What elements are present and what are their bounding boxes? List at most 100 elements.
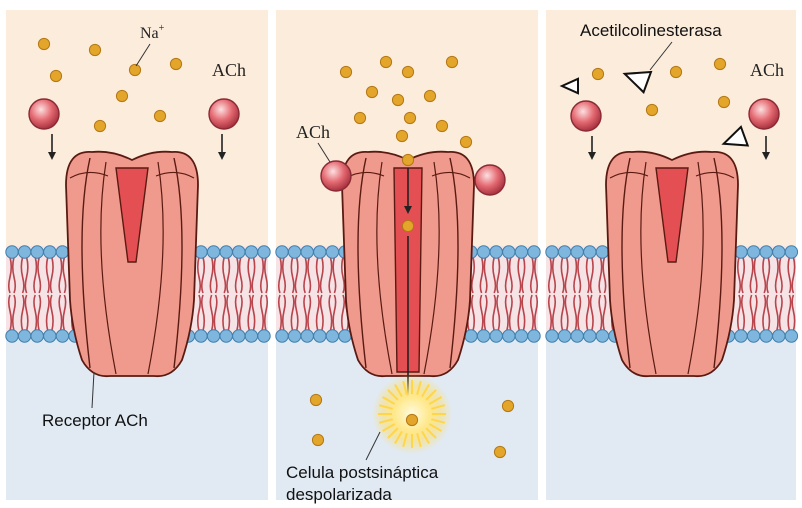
lipid-head	[195, 330, 207, 342]
ach-molecule	[749, 99, 779, 129]
lipid-head	[515, 330, 527, 342]
lipid-head	[326, 330, 338, 342]
lipid-head	[301, 330, 313, 342]
lipid-head	[276, 246, 288, 258]
na-ion	[94, 120, 105, 131]
lipid-head	[490, 246, 502, 258]
lipid-head	[773, 330, 785, 342]
lipid-head	[571, 330, 583, 342]
na-ion	[129, 64, 140, 75]
ach-molecule	[29, 99, 59, 129]
na-ion	[89, 44, 100, 55]
na-ion	[402, 154, 413, 165]
cell-label-line1: Celula postsináptica	[286, 463, 439, 482]
lipid-head	[245, 330, 257, 342]
lipid-head	[233, 246, 245, 258]
receptor-label: Receptor ACh	[42, 411, 148, 430]
na-ion	[366, 86, 377, 97]
lipid-head	[18, 330, 30, 342]
lipid-head	[6, 330, 18, 342]
ach-receptors	[66, 152, 738, 377]
receptor-1	[66, 152, 198, 377]
lipid-head	[258, 330, 270, 342]
lipid-head	[326, 246, 338, 258]
lipid-head	[6, 246, 18, 258]
na-ion	[718, 96, 729, 107]
lipid-head	[735, 330, 747, 342]
lipid-head	[56, 330, 68, 342]
ach-molecule	[475, 165, 505, 195]
na-ion	[396, 130, 407, 141]
lipid-head	[546, 330, 558, 342]
na-ion	[354, 112, 365, 123]
na-ion	[116, 90, 127, 101]
lipid-head	[301, 246, 313, 258]
na-ion	[714, 58, 725, 69]
lipid-head	[528, 330, 540, 342]
lipid-head	[785, 246, 797, 258]
enzyme-label: Acetilcolinesterasa	[580, 21, 722, 40]
na-ion	[424, 90, 435, 101]
lipid-head	[477, 330, 489, 342]
lipid-head	[44, 246, 56, 258]
lipid-head	[584, 330, 596, 342]
lipid-head	[245, 246, 257, 258]
na-ion	[402, 220, 413, 231]
na-ion	[392, 94, 403, 105]
lipid-head	[465, 330, 477, 342]
lipid-head	[44, 330, 56, 342]
lipid-head	[503, 246, 515, 258]
lipid-head	[584, 246, 596, 258]
lipid-head	[760, 330, 772, 342]
lipid-head	[31, 246, 43, 258]
ach-label-left: ACh	[212, 60, 246, 80]
lipid-head	[596, 246, 608, 258]
na-ion	[592, 68, 603, 79]
lipid-head	[314, 330, 326, 342]
lipid-head	[785, 330, 797, 342]
lipid-head	[773, 246, 785, 258]
lipid-head	[515, 246, 527, 258]
lipid-head	[258, 246, 270, 258]
na-ion	[170, 58, 181, 69]
lipid-head	[747, 246, 759, 258]
na-ion	[404, 112, 415, 123]
lipid-head	[596, 330, 608, 342]
ach-molecule	[209, 99, 239, 129]
lipid-head	[220, 330, 232, 342]
lipid-head	[558, 246, 570, 258]
lipid-head	[546, 246, 558, 258]
lipid-head	[56, 246, 68, 258]
ach-label-right: ACh	[750, 60, 784, 80]
na-ion	[436, 120, 447, 131]
na-ion	[312, 434, 323, 445]
na-ion	[340, 66, 351, 77]
receptor-3	[606, 152, 738, 377]
lipid-head	[558, 330, 570, 342]
na-ion	[460, 136, 471, 147]
ach-molecule	[571, 101, 601, 131]
lipid-head	[207, 330, 219, 342]
lipid-head	[233, 330, 245, 342]
lipid-head	[276, 330, 288, 342]
lipid-head	[220, 246, 232, 258]
lipid-head	[207, 246, 219, 258]
lipid-head	[288, 246, 300, 258]
ach-label-middle: ACh	[296, 122, 330, 142]
cell-label-line2: despolarizada	[286, 485, 392, 504]
na-ion	[646, 104, 657, 115]
lipid-head	[477, 246, 489, 258]
na-ion	[670, 66, 681, 77]
na-ion	[50, 70, 61, 81]
lipid-head	[571, 246, 583, 258]
lipid-head	[31, 330, 43, 342]
lipid-head	[490, 330, 502, 342]
na-ion	[38, 38, 49, 49]
lipid-head	[760, 246, 772, 258]
lipid-head	[288, 330, 300, 342]
na-ion	[406, 414, 417, 425]
lipid-head	[314, 246, 326, 258]
na-ion	[446, 56, 457, 67]
lipid-head	[18, 246, 30, 258]
